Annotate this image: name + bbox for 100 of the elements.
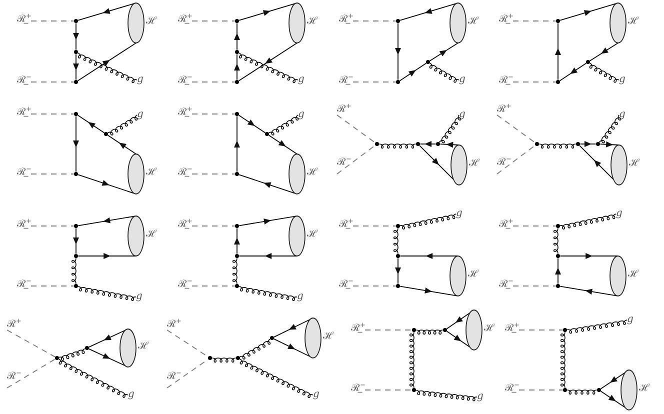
- gluon-line: [378, 144, 416, 149]
- dashed-line: [192, 20, 236, 22]
- particle-label: g: [459, 108, 466, 120]
- particle-label: g: [297, 290, 304, 302]
- dashed-line: [336, 114, 376, 144]
- vertex-dot: [442, 328, 448, 332]
- vertex-dot: [426, 60, 430, 64]
- vertex-dot: [596, 388, 602, 392]
- blob-ellipse: [119, 328, 137, 368]
- fermion-line: [234, 54, 240, 80]
- vertex-dot: [412, 328, 416, 332]
- fermion-line: [429, 42, 458, 62]
- particle-label: ℛ$^{+}$: [167, 319, 182, 330]
- particle-label: ℛ̲$^{+}$: [17, 218, 32, 230]
- particle-label: ℛ$^{−}$: [497, 157, 512, 168]
- fermion-line: [560, 286, 618, 296]
- fermion-line: [107, 134, 136, 154]
- dashed-line: [6, 330, 56, 358]
- vertex-dot: [396, 254, 400, 258]
- fermion-line: [560, 3, 617, 21]
- vertex-dot: [74, 80, 78, 84]
- vertex-dot: [396, 18, 400, 24]
- gluon-line: [409, 332, 414, 388]
- dashed-line: [496, 144, 536, 174]
- particle-label: ℛ̲$^{−}$: [351, 382, 366, 394]
- fermion-line: [268, 134, 298, 154]
- fermion-line: [238, 174, 296, 194]
- fermion-line: [234, 22, 240, 50]
- gluon-line: [240, 338, 271, 360]
- fermion-line: [73, 116, 79, 172]
- particle-label: ℛ̲$^{+}$: [178, 106, 192, 118]
- blob-label: ℋ: [307, 228, 318, 240]
- vertex-dot: [586, 60, 590, 64]
- particle-label: ℛ̲$^{+}$: [339, 14, 354, 24]
- gluon-line: [560, 214, 616, 230]
- vertex-dot: [556, 18, 560, 24]
- particle-label: ℛ̲$^{−}$: [339, 74, 354, 86]
- particle-label: g: [619, 108, 626, 120]
- particle-label: g: [616, 208, 622, 218]
- fermion-line: [440, 142, 460, 148]
- blob-ellipse: [288, 215, 306, 257]
- vertex-dot: [234, 172, 240, 176]
- gluon-line: [107, 114, 138, 136]
- vertex-dot: [264, 132, 270, 136]
- gluon-line: [71, 258, 76, 284]
- vertex-dot: [74, 18, 78, 24]
- vertex-dot: [396, 224, 400, 228]
- gluon-line: [438, 114, 462, 144]
- vertex-dot: [234, 50, 240, 54]
- dashed-line: [30, 20, 74, 22]
- vertex-dot: [556, 80, 560, 84]
- particle-label: ℛ̲$^{−}$: [178, 278, 192, 290]
- fermion-line: [560, 253, 618, 259]
- vertex-dot: [436, 142, 440, 146]
- blob-label: ℋ: [146, 166, 157, 178]
- vertex-dot: [74, 112, 78, 116]
- vertex-dot: [104, 132, 108, 136]
- blob-ellipse: [288, 153, 306, 195]
- vertex-dot: [234, 112, 240, 116]
- fermion-line: [234, 116, 240, 172]
- gluon-line: [393, 228, 398, 254]
- gluon-line: [566, 320, 628, 334]
- gluon-line: [416, 390, 478, 402]
- gluon-line: [78, 286, 136, 301]
- particle-label: ℛ$^{+}$: [7, 319, 22, 330]
- vertex-dot: [74, 284, 78, 288]
- blob-label: ℋ: [323, 330, 334, 342]
- fermion-line: [73, 228, 79, 254]
- particle-label: ℛ̲$^{−}$: [499, 278, 514, 290]
- vertex-dot: [74, 254, 78, 258]
- vertex-dot: [562, 388, 568, 392]
- fermion-line: [400, 286, 458, 296]
- blob-label: ℋ: [628, 16, 639, 26]
- blob-ellipse: [127, 153, 145, 195]
- dashed-line: [336, 144, 376, 174]
- vertex-dot: [556, 284, 560, 288]
- particle-label: g: [456, 208, 462, 218]
- particle-label: ℛ$^{−}$: [167, 371, 182, 382]
- vertex-dot: [576, 142, 580, 146]
- blob-label: ℋ: [468, 268, 479, 280]
- particle-label: ℛ̲$^{+}$: [178, 14, 192, 24]
- particle-label: ℛ̲$^{+}$: [499, 14, 514, 24]
- vertex-dot: [270, 336, 274, 340]
- particle-label: g: [298, 108, 304, 120]
- vertex-dot: [562, 328, 568, 332]
- fermion-line: [559, 62, 587, 82]
- fermion-line: [555, 258, 561, 284]
- gluon-line: [538, 144, 576, 149]
- vertex-dot: [74, 50, 78, 54]
- vertex-dot: [416, 142, 420, 146]
- dashed-line: [352, 20, 396, 22]
- particle-label: ℛ̲$^{−}$: [178, 166, 192, 178]
- vertex-dot: [208, 356, 212, 360]
- blob-label: ℋ: [468, 16, 479, 26]
- particle-label: ℛ̲$^{+}$: [17, 106, 32, 118]
- fermion-line: [88, 330, 126, 348]
- vertex-dot: [556, 254, 560, 258]
- gluon-line: [400, 214, 456, 230]
- fermion-line: [446, 330, 470, 348]
- fermion-line: [600, 141, 620, 148]
